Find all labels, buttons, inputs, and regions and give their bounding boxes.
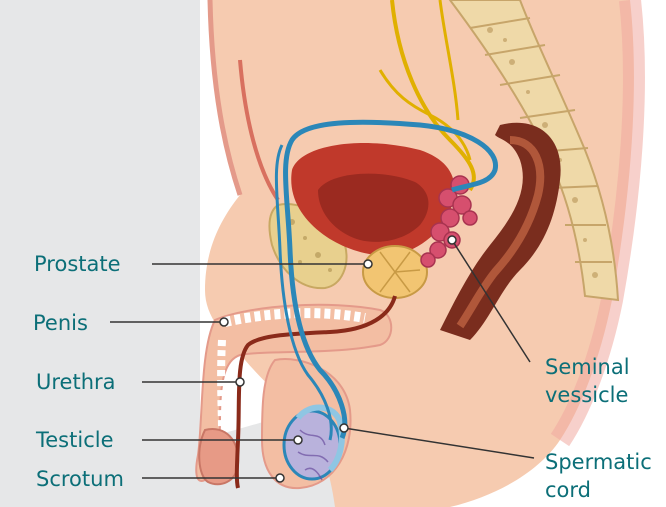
label-prostate: Prostate [34, 252, 121, 276]
label-penis: Penis [33, 311, 88, 335]
label-seminal-line1: Seminal [545, 355, 630, 379]
prostate-dot [364, 260, 372, 268]
label-seminal-line2: vessicle [545, 383, 628, 407]
label-scrotum: Scrotum [36, 467, 124, 491]
label-spermatic-line1: Spermatic [545, 450, 652, 474]
testicle-dot [294, 436, 302, 444]
label-urethra: Urethra [36, 370, 116, 394]
label-testicle: Testicle [35, 428, 114, 452]
seminal-dot [448, 236, 456, 244]
penis-dot [220, 318, 228, 326]
spermatic-dot [340, 424, 348, 432]
label-spermatic-line2: cord [545, 478, 591, 502]
scrotum-dot [276, 474, 284, 482]
urethra-dot [236, 378, 244, 386]
